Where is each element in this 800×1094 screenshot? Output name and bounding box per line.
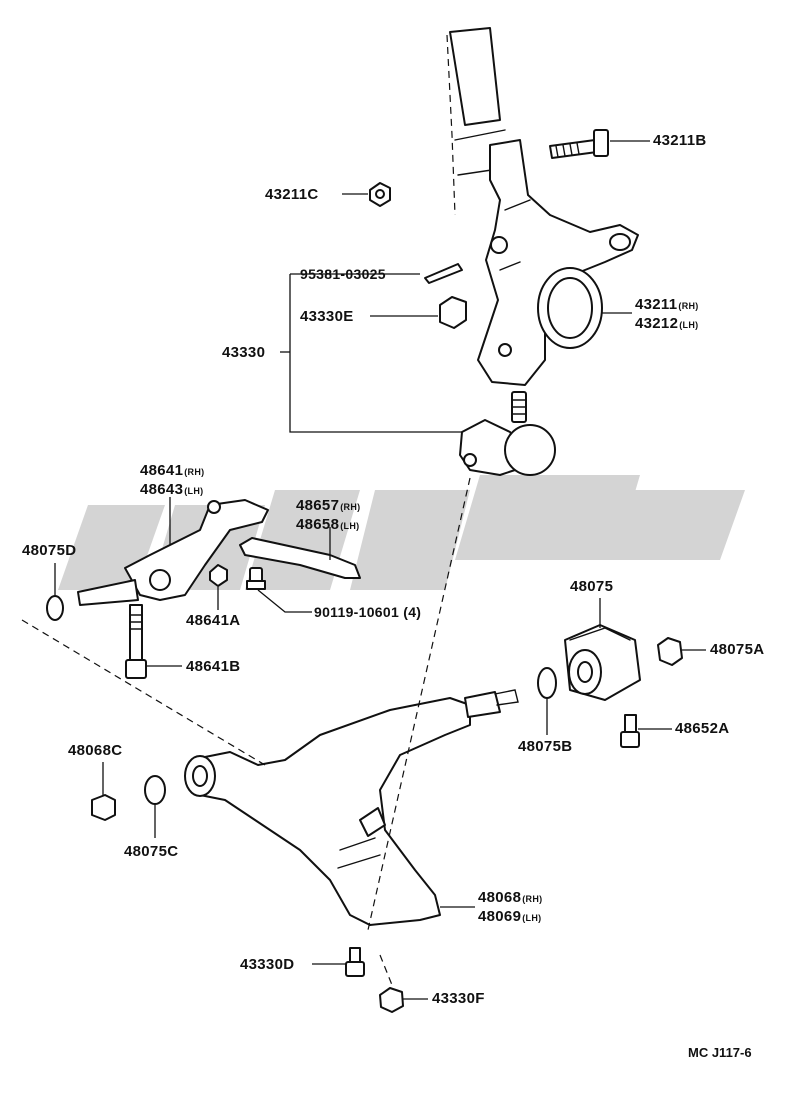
label-48641-suffix: (RH) <box>184 467 205 477</box>
label-48068-suffix: (RH) <box>522 894 543 904</box>
steering-knuckle <box>477 139 639 386</box>
label-48641a[interactable]: 48641A <box>186 612 241 629</box>
label-48069: 48069 <box>478 908 522 925</box>
ball-joint-nut <box>379 987 404 1013</box>
bushing-bolt <box>620 714 640 748</box>
ball-joint <box>459 391 556 476</box>
label-48657-suffix: (RH) <box>340 502 361 512</box>
ball-joint-bolt <box>345 947 365 977</box>
label-48658: 48658 <box>296 516 340 533</box>
rear-bushing <box>564 624 641 701</box>
label-48643-suffix: (LH) <box>184 486 204 496</box>
label-48068-48069[interactable]: 48068(RH) 48069(LH) <box>478 889 542 927</box>
knuckle-nut <box>369 182 391 207</box>
label-48069-suffix: (LH) <box>522 913 542 923</box>
label-90119-10601[interactable]: 90119-10601 (4) <box>314 604 422 620</box>
washer-b <box>537 667 557 699</box>
label-43211-suffix: (RH) <box>678 301 699 311</box>
long-bolt <box>125 604 147 679</box>
lower-control-arm <box>184 689 519 926</box>
label-48657-48658[interactable]: 48657(RH) 48658(LH) <box>296 497 360 535</box>
label-43211: 43211 <box>635 296 678 313</box>
label-48068: 48068 <box>478 889 522 906</box>
front-bushing <box>91 794 116 821</box>
label-43211c[interactable]: 43211C <box>265 186 319 203</box>
label-48075b[interactable]: 48075B <box>518 738 573 755</box>
label-48075a[interactable]: 48075A <box>710 641 765 658</box>
label-43330d[interactable]: 43330D <box>240 956 295 973</box>
label-48641-48643[interactable]: 48641(RH) 48643(LH) <box>140 462 204 500</box>
label-48068c[interactable]: 48068C <box>68 742 123 759</box>
plate-bolt <box>246 567 266 590</box>
label-48075c[interactable]: 48075C <box>124 843 179 860</box>
bushing-nut <box>657 637 683 666</box>
knuckle-bolt <box>549 129 609 159</box>
label-43330[interactable]: 43330 <box>222 344 266 361</box>
label-48643: 48643 <box>140 481 184 498</box>
label-43212: 43212 <box>635 315 679 332</box>
label-48652a[interactable]: 48652A <box>675 720 730 737</box>
leader-lines <box>54 140 706 1000</box>
label-95381-03025[interactable]: 95381-03025 <box>300 266 386 282</box>
label-43211b[interactable]: 43211B <box>653 132 707 149</box>
label-48075[interactable]: 48075 <box>570 578 614 595</box>
label-48657: 48657 <box>296 497 340 514</box>
lower-arm-bracket <box>77 499 269 606</box>
label-43330e[interactable]: 43330E <box>300 308 354 325</box>
label-43330f[interactable]: 43330F <box>432 990 485 1007</box>
label-48075d[interactable]: 48075D <box>22 542 77 559</box>
label-48641: 48641 <box>140 462 184 479</box>
washer-d <box>46 595 64 621</box>
assembly-lines <box>21 477 471 986</box>
diagram-code: MC J117-6 <box>688 1045 752 1060</box>
strut-tube <box>446 27 506 216</box>
label-48641b[interactable]: 48641B <box>186 658 241 675</box>
arm-plate <box>239 537 361 579</box>
label-43211-43212[interactable]: 43211(RH) 43212(LH) <box>635 296 699 334</box>
label-43212-suffix: (LH) <box>679 320 699 330</box>
bracket-nut <box>209 564 228 587</box>
castle-nut <box>439 296 467 329</box>
washer-c <box>144 775 166 805</box>
cotter-pin <box>424 263 463 284</box>
watermark-logo <box>58 475 745 590</box>
label-48658-suffix: (LH) <box>340 521 360 531</box>
